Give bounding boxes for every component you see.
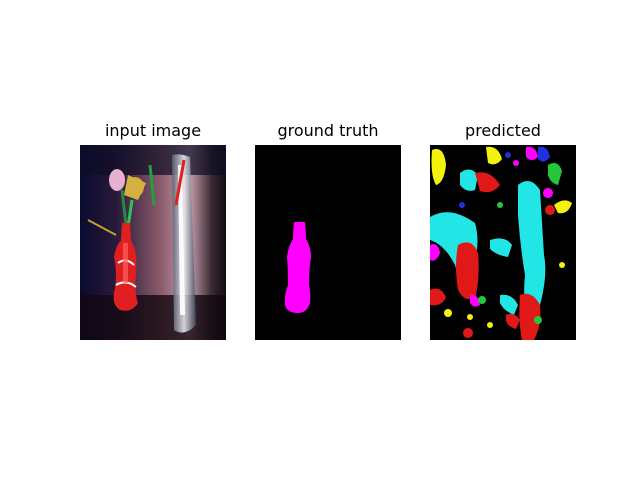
input-image-panel xyxy=(80,145,226,340)
predicted-panel xyxy=(430,145,576,340)
predicted-mask xyxy=(430,145,576,340)
bottle-mask xyxy=(284,222,311,313)
input-image-photo xyxy=(80,145,226,340)
predicted-title: predicted xyxy=(465,121,541,140)
ground-truth-panel xyxy=(255,145,401,340)
ground-truth-mask xyxy=(255,145,401,340)
input-image-title: input image xyxy=(104,121,202,140)
ground-truth-title: ground truth xyxy=(277,121,379,140)
